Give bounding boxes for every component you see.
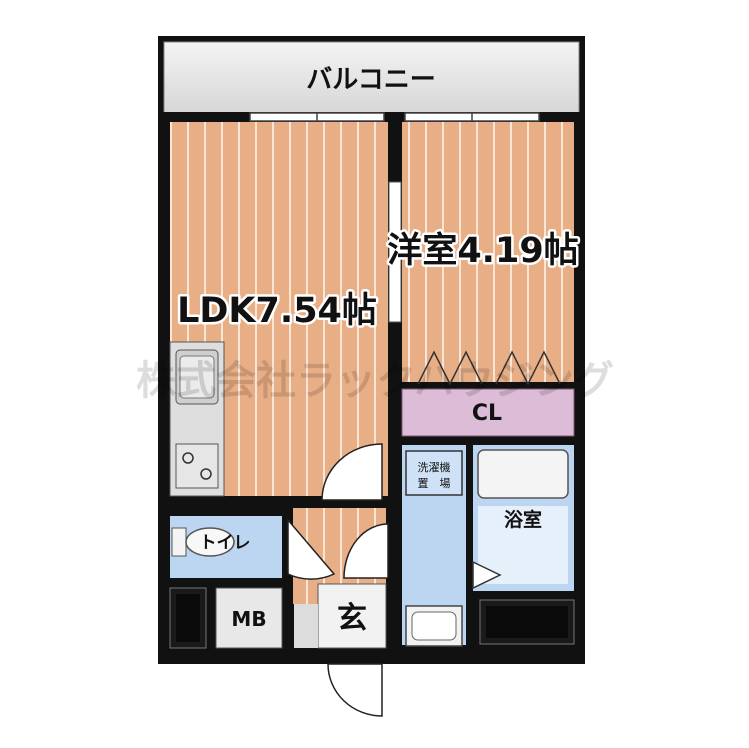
- balcony-label: バルコニー: [306, 65, 435, 95]
- bathtub: [477, 449, 569, 499]
- entrance-label: 玄: [337, 601, 367, 636]
- closet: [401, 388, 575, 437]
- ldk-label: LDK7.54帖: [177, 291, 377, 331]
- meter-box-label: MB: [231, 607, 266, 631]
- toilet-label: トイレ: [200, 533, 251, 553]
- toilet-tank: [171, 527, 187, 557]
- laundry-pan: [405, 450, 463, 496]
- watermark: 株式会社ラックハウジング: [136, 358, 614, 404]
- door-swings: [287, 443, 389, 717]
- toilet-bowl: [185, 527, 235, 557]
- bathroom-label: 浴室: [504, 508, 542, 531]
- laundry-label-2: 置 場: [418, 477, 451, 490]
- balcony-windows: [249, 112, 540, 122]
- western-room-label: 洋室4.19帖: [387, 230, 578, 271]
- closet-label: CL: [472, 401, 502, 426]
- entrance: [317, 583, 387, 649]
- bathroom-door-icon: [472, 560, 502, 590]
- closet-door: [417, 350, 483, 386]
- western-room-floor: [402, 122, 574, 382]
- meter-box: [215, 587, 283, 649]
- laundry-label-1: 洗濯機: [418, 460, 451, 474]
- stove-burner-icon: [200, 468, 212, 480]
- balcony: バルコニー: [158, 36, 585, 118]
- kitchen-stove: [175, 443, 219, 489]
- stove-burner-icon: [182, 452, 194, 464]
- entrance-step: [294, 604, 318, 648]
- closet-door: [495, 350, 561, 386]
- partition-opening: [388, 181, 402, 323]
